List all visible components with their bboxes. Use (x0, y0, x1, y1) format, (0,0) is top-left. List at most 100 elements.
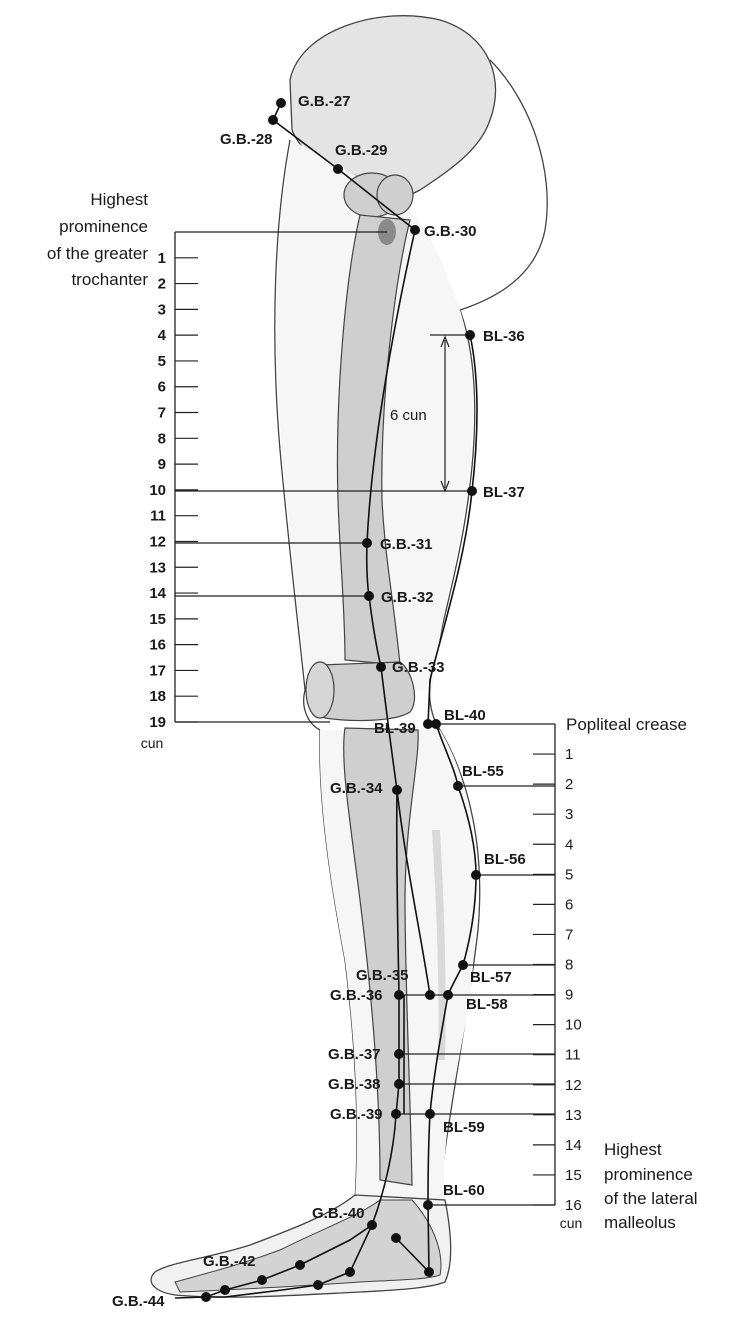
right-scale-bottom-label-line-4: malleolus (604, 1213, 676, 1232)
left-scale-number: 8 (158, 430, 166, 447)
left-scale-title-line-2: prominence (59, 217, 148, 236)
gb32-dot (364, 591, 374, 601)
left-scale-number: 17 (149, 662, 166, 679)
left-scale-number: 18 (149, 688, 166, 705)
foot-dot-c (345, 1267, 355, 1277)
gb38-label: G.B.-38 (328, 1076, 381, 1093)
right-scale: Popliteal crease 12345678910111213141516… (428, 715, 698, 1232)
foot-dot-a (391, 1233, 401, 1243)
gb29-dot (333, 164, 343, 174)
bl57-label: BL-57 (470, 969, 512, 986)
right-scale-number: 2 (565, 776, 573, 793)
gb36-dot (394, 990, 404, 1000)
right-scale-number: 3 (565, 806, 573, 823)
foot-dot-b (424, 1267, 434, 1277)
gb33-label: G.B.-33 (392, 659, 445, 676)
acupoint-labels: G.B.-27 G.B.-28 G.B.-29 G.B.-30 BL-36 BL… (112, 93, 526, 1310)
left-scale-number: 3 (158, 301, 166, 318)
bl60-dot (423, 1200, 433, 1210)
gb37-dot (394, 1049, 404, 1059)
right-scale-number: 8 (565, 957, 573, 974)
bl39-dot (423, 719, 433, 729)
right-scale-ticks (533, 753, 555, 1206)
gb37-label: G.B.-37 (328, 1046, 381, 1063)
right-scale-number: 1 (565, 746, 573, 763)
right-scale-number: 12 (565, 1077, 582, 1094)
fibula (432, 830, 446, 1060)
right-scale-number: 13 (565, 1107, 582, 1124)
left-scale-number: 9 (158, 456, 166, 473)
left-scale-number: 16 (149, 637, 166, 654)
buttock-outline (459, 59, 548, 311)
bl39-label: BL-39 (374, 720, 416, 737)
right-scale-number: 5 (565, 866, 573, 883)
left-scale-number: 13 (149, 559, 166, 576)
left-scale-unit: cun (141, 735, 164, 751)
acupoints (201, 98, 481, 1302)
foot-bones (174, 1199, 442, 1293)
gb28-label: G.B.-28 (220, 131, 273, 148)
bl57-dot (458, 960, 468, 970)
left-scale-number: 7 (158, 405, 166, 422)
right-scale-number: 10 (565, 1017, 582, 1034)
right-scale-top-label: Popliteal crease (566, 715, 687, 734)
foot-dot-d (313, 1280, 323, 1290)
right-scale-number: 15 (565, 1167, 582, 1184)
right-scale-number: 14 (565, 1137, 582, 1154)
left-scale-title-line-3: of the greater (47, 244, 148, 263)
measure-label: 6 cun (390, 407, 427, 424)
left-scale: Highest prominence of the greater trocha… (47, 190, 387, 751)
left-scale-title-line-4: trochanter (71, 270, 148, 289)
bl37-label: BL-37 (483, 484, 525, 501)
right-scale-bottom-label-line-3: of the lateral (604, 1189, 698, 1208)
gb27-dot (276, 98, 286, 108)
bl55-label: BL-55 (462, 763, 504, 780)
left-scale-title-line-1: Highest (90, 190, 148, 209)
bl36-dot (465, 330, 475, 340)
gb40-label: G.B.-40 (312, 1205, 365, 1222)
gb34-dot (392, 785, 402, 795)
bl58-dot (443, 990, 453, 1000)
greater-trochanter (376, 174, 414, 216)
gb-thigh-line (365, 229, 431, 996)
bl56-label: BL-56 (484, 851, 526, 868)
gb42-label: G.B.-42 (203, 1253, 256, 1270)
foot-line-1 (206, 1224, 373, 1298)
bl36-label: BL-36 (483, 328, 525, 345)
gb44-dot (201, 1292, 211, 1302)
left-scale-number: 15 (149, 611, 166, 628)
left-scale-number: 12 (149, 533, 166, 550)
bl40-dot (431, 719, 441, 729)
foot-dot-f (257, 1275, 267, 1285)
gb39-label: G.B.-39 (330, 1106, 383, 1123)
gb-hip-line (271, 102, 416, 231)
gb30-dot (410, 225, 420, 235)
right-scale-bottom-label-line-2: prominence (604, 1165, 693, 1184)
right-scale-number: 4 (565, 836, 573, 853)
gb32-label: G.B.-32 (381, 589, 434, 606)
right-scale-number: 9 (565, 987, 573, 1004)
foot-dot-e (295, 1260, 305, 1270)
gb40-dot (367, 1220, 377, 1230)
left-scale-ticks (175, 257, 198, 723)
patella (305, 661, 335, 719)
thigh-outline-front (274, 139, 306, 691)
bl37-dot (467, 486, 477, 496)
bl55-dot (453, 781, 463, 791)
right-scale-number: 6 (565, 896, 573, 913)
bl59-label: BL-59 (443, 1119, 485, 1136)
gb44-label: G.B.-44 (112, 1293, 165, 1310)
foot-dot-g (220, 1285, 230, 1295)
gb34-label: G.B.-34 (330, 780, 383, 797)
left-scale-number: 19 (149, 714, 166, 731)
gb29-label: G.B.-29 (335, 142, 388, 159)
left-scale-number: 6 (158, 379, 166, 396)
gb31-label: G.B.-31 (380, 536, 433, 553)
left-scale-number: 11 (150, 508, 166, 525)
gb33-dot (376, 662, 386, 672)
right-scale-bottom-label-line-1: Highest (604, 1140, 662, 1159)
left-scale-number: 1 (158, 250, 166, 267)
